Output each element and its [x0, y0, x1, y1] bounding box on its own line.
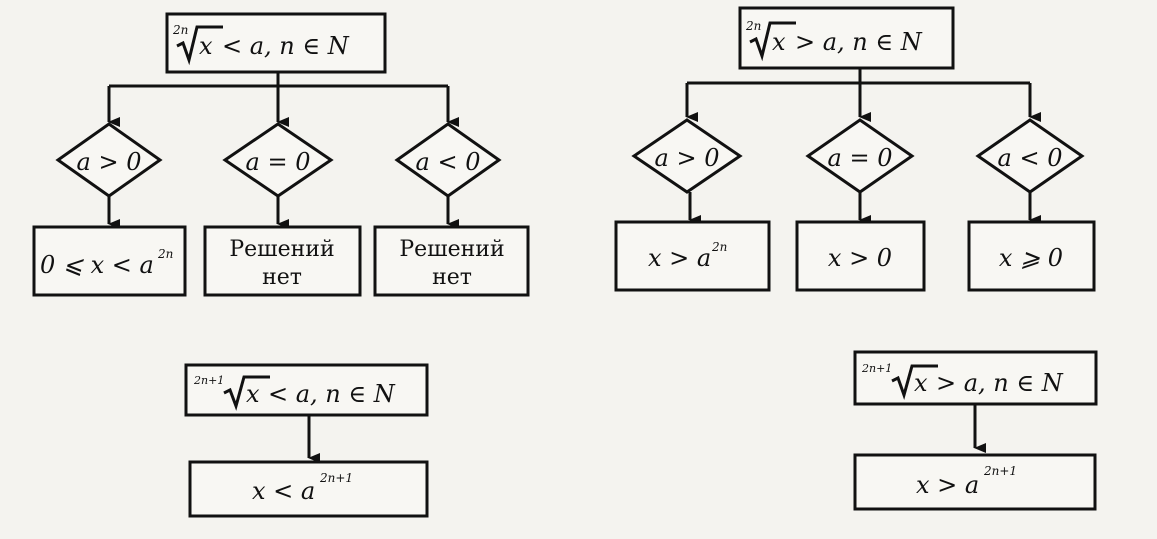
- result-box-1: 0 ⩽ x < a 2n: [32, 225, 187, 297]
- svg-text:x < a: x < a: [252, 477, 315, 505]
- svg-text:x > a: x > a: [648, 244, 711, 272]
- diagram-even-root-greater: 2n x > a, n ∈ N a > 0 a = 0 a < 0 x > a: [614, 6, 1096, 292]
- root-index: 2n: [172, 23, 188, 37]
- header-box-even-less: 2n x < a, n ∈ N: [165, 12, 387, 74]
- svg-text:a = 0: a = 0: [828, 144, 893, 172]
- diagram-even-root-less: 2n x < a, n ∈ N a > 0 a = 0 a < 0: [32, 12, 530, 297]
- svg-text:x > 0: x > 0: [828, 244, 892, 272]
- result-box-3: Решений нет: [373, 225, 530, 297]
- radical-sign: [223, 375, 270, 411]
- radical-sign: [891, 364, 938, 401]
- radical-sign: [176, 25, 223, 66]
- diagram-odd-root-greater: 2n+1 x > a, n ∈ N x > a 2n+1: [853, 350, 1098, 511]
- root-index: 2n+1: [193, 374, 224, 387]
- radicand: x: [199, 32, 213, 60]
- svg-text:Решений: Решений: [229, 237, 334, 262]
- header-relation: > a, n ∈ N: [795, 28, 923, 56]
- svg-text:a = 0: a = 0: [246, 148, 311, 176]
- condition-diamond-1: a > 0: [55, 122, 163, 198]
- result-box-1: x > a 2n: [614, 220, 771, 292]
- svg-text:2n+1: 2n+1: [319, 471, 353, 485]
- condition-diamond-3: a < 0: [975, 118, 1085, 194]
- svg-text:0 ⩽ x < a: 0 ⩽ x < a: [40, 251, 154, 279]
- svg-text:Решений: Решений: [399, 237, 504, 262]
- result-box: x < a 2n+1: [188, 460, 429, 518]
- condition-diamond-1: a > 0: [631, 118, 743, 194]
- svg-text:a > 0: a > 0: [77, 148, 142, 176]
- svg-text:2n: 2n: [157, 247, 173, 261]
- header-box-odd-greater: 2n+1 x > a, n ∈ N: [853, 350, 1098, 406]
- radical-sign: [749, 21, 796, 62]
- svg-text:a < 0: a < 0: [416, 148, 481, 176]
- header-box-even-greater: 2n x > a, n ∈ N: [738, 6, 955, 70]
- svg-text:2n: 2n: [711, 240, 727, 254]
- condition-diamond-2: a = 0: [222, 122, 334, 198]
- header-relation: < a, n ∈ N: [268, 380, 396, 408]
- svg-text:a < 0: a < 0: [998, 144, 1063, 172]
- header-box-odd-less: 2n+1 x < a, n ∈ N: [184, 363, 429, 417]
- result-box-2: Решений нет: [203, 225, 362, 297]
- svg-text:нет: нет: [432, 265, 472, 290]
- diagram-odd-root-less: 2n+1 x < a, n ∈ N x < a 2n+1: [184, 363, 429, 518]
- header-relation: > a, n ∈ N: [936, 369, 1064, 397]
- radicand: x: [914, 369, 928, 397]
- svg-text:2n+1: 2n+1: [983, 464, 1017, 478]
- condition-diamond-3: a < 0: [394, 122, 502, 198]
- header-relation: < a, n ∈ N: [222, 32, 350, 60]
- svg-text:нет: нет: [262, 265, 302, 290]
- result-box-2: x > 0: [795, 220, 926, 292]
- svg-text:x ⩾ 0: x ⩾ 0: [999, 244, 1063, 272]
- svg-text:x > a: x > a: [916, 471, 979, 499]
- root-index: 2n: [745, 19, 761, 33]
- radicand: x: [246, 380, 260, 408]
- result-box-3: x ⩾ 0: [967, 220, 1096, 292]
- root-index: 2n+1: [861, 362, 892, 375]
- condition-diamond-2: a = 0: [805, 118, 915, 194]
- radicand: x: [772, 28, 786, 56]
- svg-text:a > 0: a > 0: [655, 144, 720, 172]
- result-box: x > a 2n+1: [853, 453, 1097, 511]
